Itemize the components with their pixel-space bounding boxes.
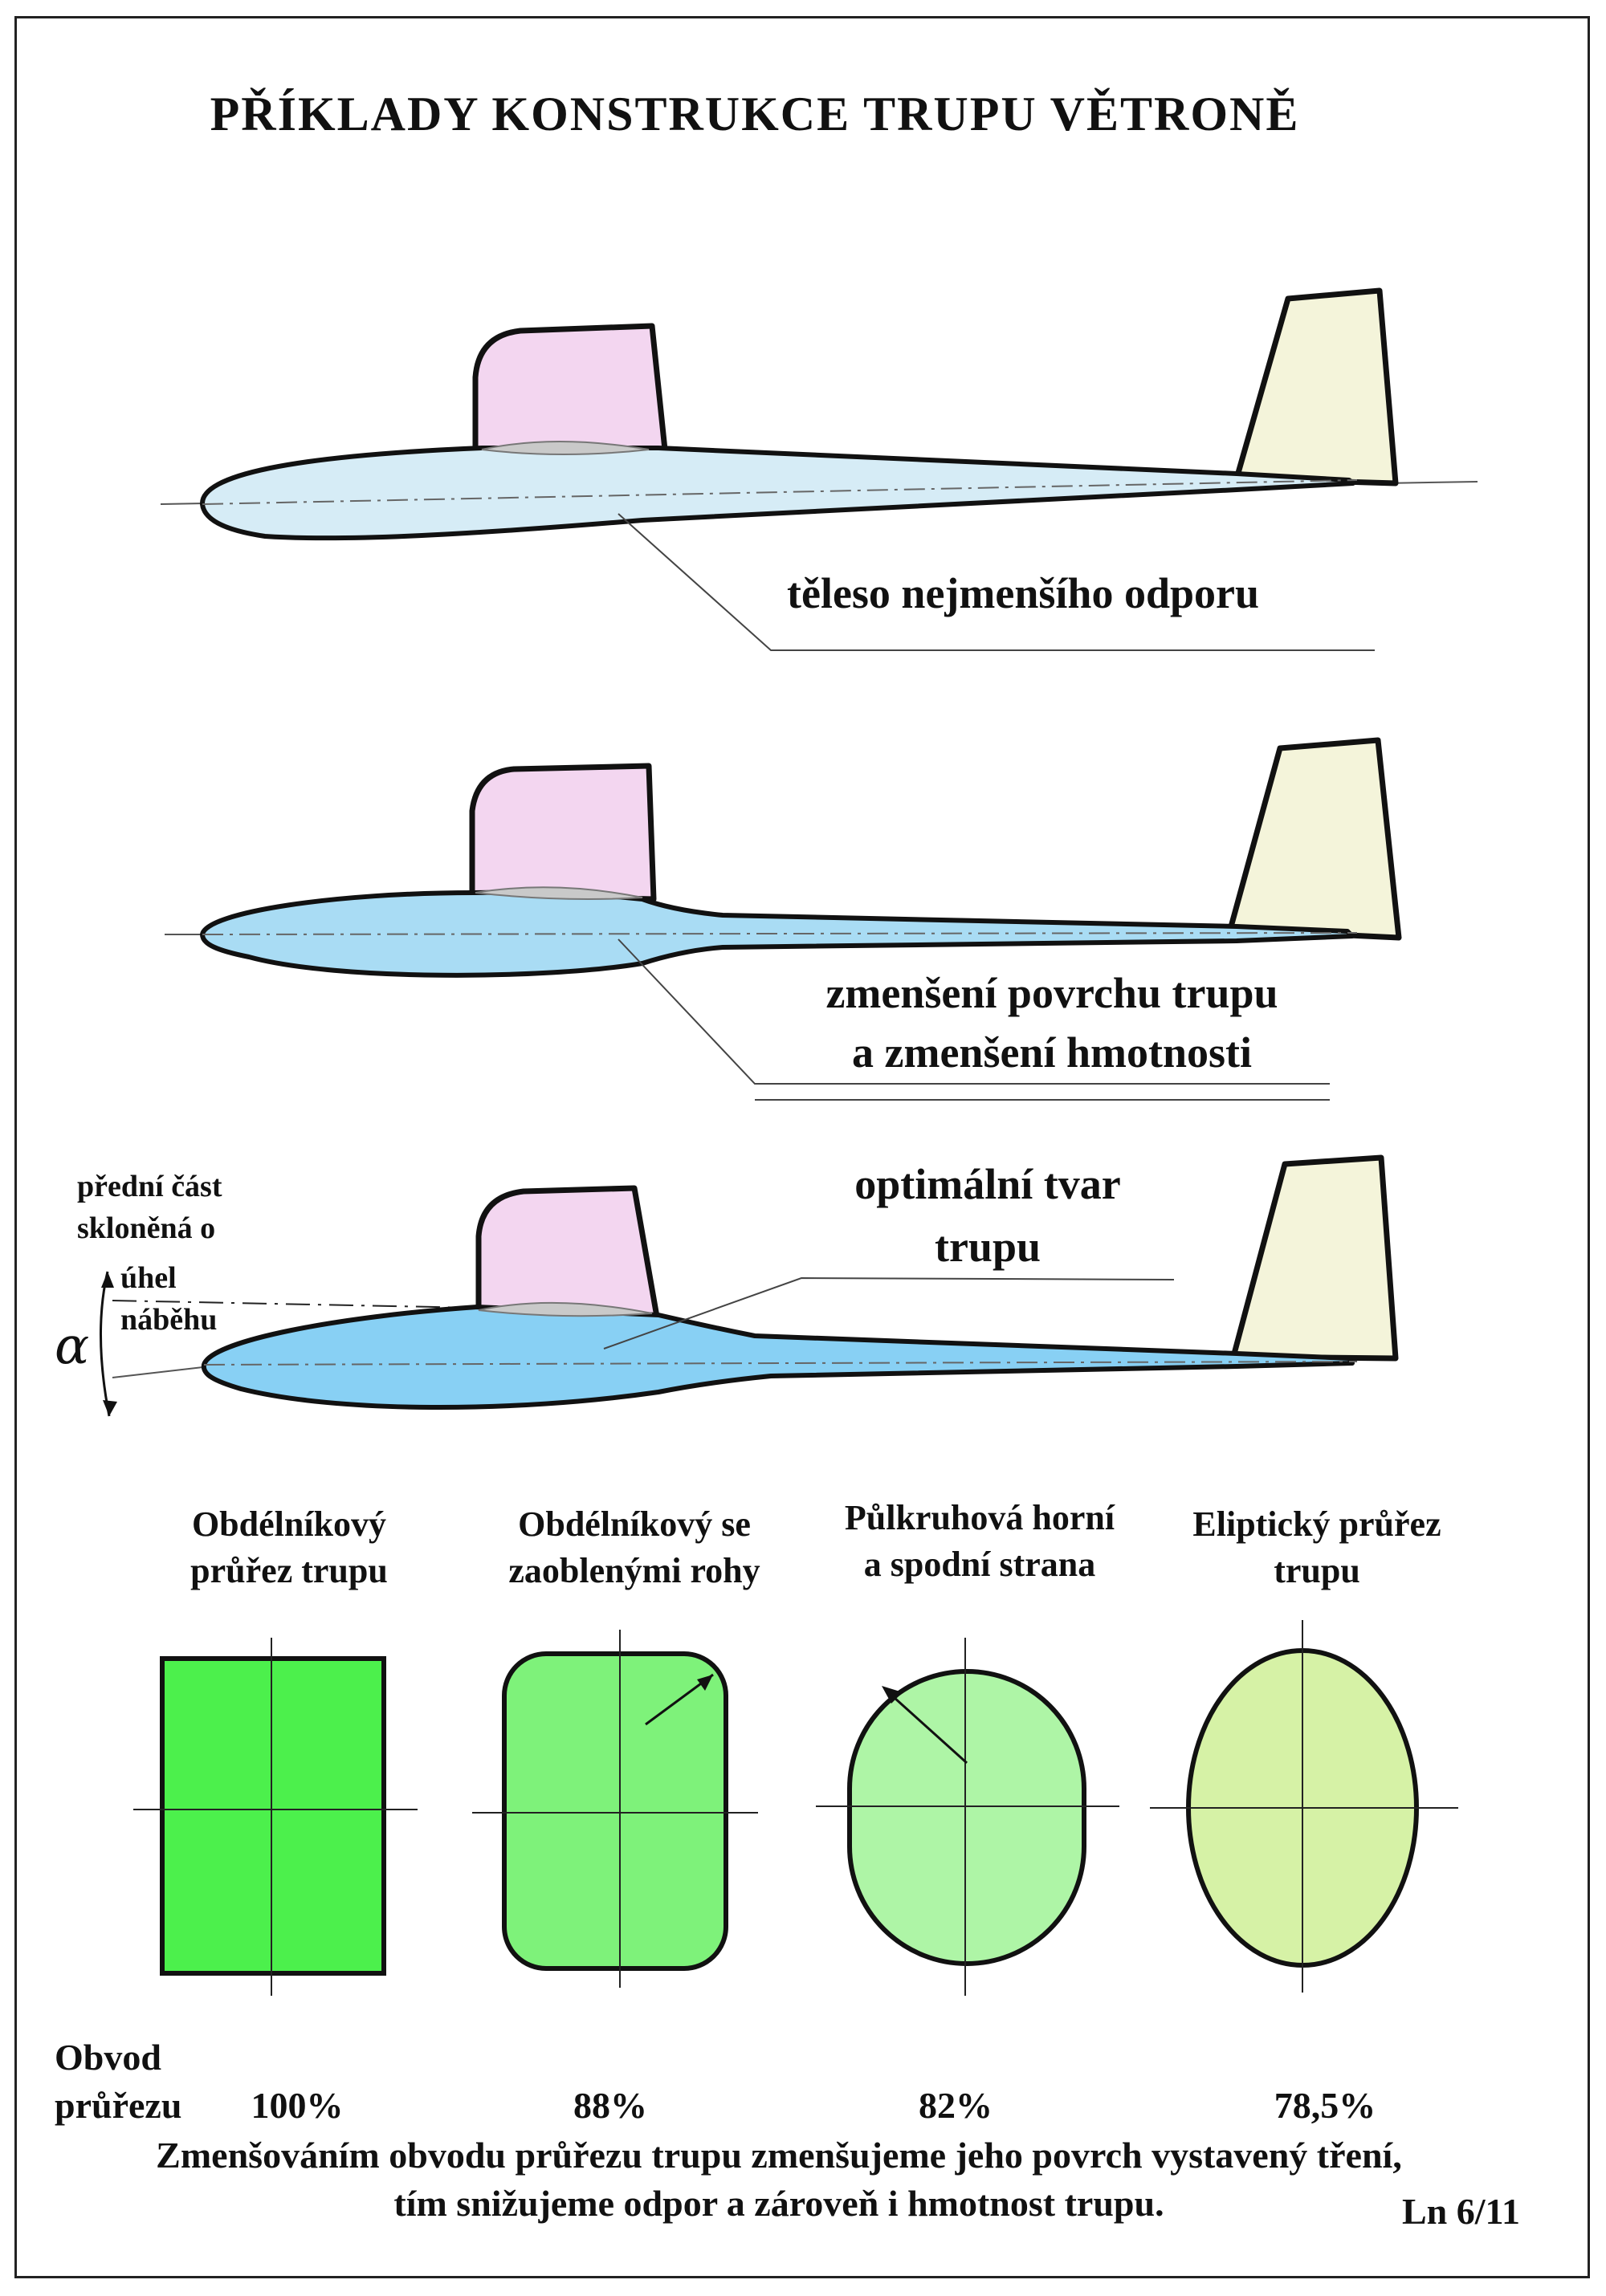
- fuselage-3: [201, 1305, 1355, 1411]
- alpha-symbol: α: [55, 1317, 90, 1376]
- profile-3-caption-line-1: optimální tvar: [854, 1160, 1121, 1208]
- canopy-1: [472, 323, 668, 453]
- glider-profile-2: [165, 737, 1402, 1101]
- angle-arrow-bottom: [103, 1400, 117, 1416]
- section-1-label-line-1: Obdélníkový: [191, 1504, 387, 1544]
- profile-2-caption-line-2: a zmenšení hmotnosti: [852, 1028, 1252, 1077]
- profile-3-caption-line-2: trupu: [934, 1223, 1041, 1271]
- wing-root-3: [478, 1301, 653, 1317]
- sheet-code: Ln 6/11: [1402, 2191, 1521, 2232]
- reference-line: [112, 1300, 515, 1309]
- footer-line-2: tím snižujeme odpor a zároveň i hmotnost…: [393, 2183, 1164, 2224]
- centerline: [203, 1361, 1358, 1366]
- radius-arrow: [885, 1689, 968, 1765]
- section-1-label-line-2: průřez trupu: [190, 1551, 388, 1590]
- cross-section-stadium: [816, 1638, 1119, 1996]
- perimeter-value-ellipse: 78,5%: [1274, 2085, 1376, 2126]
- fuselage-2: [200, 889, 1355, 978]
- section-shape-rectangle: [160, 1656, 386, 1976]
- angle-arrow-top: [101, 1272, 114, 1288]
- radius-arrowhead: [882, 1686, 903, 1704]
- leader-line-2: [618, 938, 1330, 1085]
- centerline: [202, 479, 1358, 505]
- section-3-label-line-1: Půlkruhová horní: [844, 1498, 1115, 1537]
- section-2-label-line-1: Obdélníkový se: [518, 1504, 751, 1544]
- centerline: [202, 932, 1358, 935]
- canopy-3: [475, 1185, 660, 1320]
- section-shape-stadium: [847, 1669, 1086, 1966]
- cross-section-ellipse: [1150, 1620, 1458, 1993]
- angle-note-line-1: přední část: [77, 1170, 222, 1203]
- fin-2: [1227, 737, 1402, 941]
- cross-section-rounded: [472, 1630, 758, 1988]
- perimeter-value-stadium: 82%: [919, 2085, 993, 2126]
- angle-note-line-2: skloněná o: [77, 1211, 216, 1245]
- profile-2-caption-line-1: zmenšení povrchu trupu: [825, 969, 1278, 1017]
- section-2-label-line-2: zaoblenými rohy: [508, 1551, 760, 1590]
- fin-1: [1233, 287, 1399, 486]
- footer-line-1: Zmenšováním obvodu průřezu trupu zmenšuj…: [156, 2135, 1402, 2176]
- leader-line-3: [603, 1276, 1175, 1350]
- wing-root-2: [475, 886, 643, 900]
- perimeter-value-rounded: 88%: [573, 2085, 647, 2126]
- perimeter-label-line-2: průřezu: [55, 2085, 182, 2126]
- profile-1-caption: těleso nejmenšího odporu: [787, 569, 1260, 617]
- leader-line-1: [618, 513, 1375, 651]
- glider-profile-3: [100, 1154, 1399, 1417]
- section-4-label-line-2: trupu: [1274, 1551, 1360, 1590]
- radius-arrowhead: [697, 1675, 713, 1691]
- fuselage-1: [199, 446, 1355, 541]
- wing-root-1: [481, 441, 650, 455]
- angle-arc: [100, 1271, 111, 1417]
- section-3-label-line-2: a spodní strana: [863, 1545, 1096, 1584]
- perimeter-value-rectangle: 100%: [251, 2085, 344, 2126]
- section-shape-rounded-rectangle: [502, 1651, 728, 1971]
- section-4-label-line-1: Eliptický průřez: [1192, 1504, 1441, 1544]
- perimeter-label-line-1: Obvod: [55, 2037, 161, 2078]
- canopy-2: [469, 763, 657, 902]
- cross-section-rectangle: [133, 1638, 418, 1996]
- angle-note-line-3: úhel: [120, 1261, 177, 1295]
- page-title: PŘÍKLADY KONSTRUKCE TRUPU VĚTRONĚ: [210, 88, 1300, 140]
- fin-3: [1230, 1154, 1399, 1362]
- sheet-border: [14, 16, 1590, 2278]
- angle-note-line-4: náběhu: [120, 1303, 218, 1337]
- glider-profile-1: [160, 287, 1478, 651]
